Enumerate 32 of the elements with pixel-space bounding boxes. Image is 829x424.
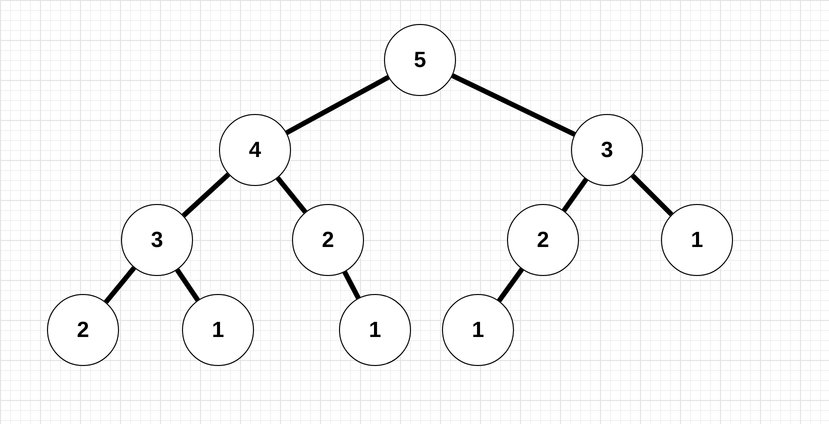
node-value: 2 [322, 227, 334, 253]
tree-node-circle [507, 204, 579, 276]
tree-edge [276, 176, 308, 214]
node-value: 1 [472, 317, 484, 343]
tree-node-circle [661, 204, 733, 276]
node-value: 1 [690, 227, 704, 253]
tree-node-circle [442, 294, 514, 366]
tree-node-circle [292, 204, 364, 276]
tree-edge [630, 174, 674, 216]
node-value: 2 [536, 227, 550, 253]
tree-edge [342, 270, 361, 300]
node-value: 5 [414, 47, 426, 73]
tree-node-circle [339, 294, 411, 366]
tree-node-circle [219, 114, 291, 186]
tree-edge [497, 268, 524, 302]
node-value: 1 [368, 317, 382, 343]
tree-edge [451, 73, 576, 137]
node-value: 3 [150, 227, 164, 253]
tree-node-circle [121, 204, 193, 276]
tree-edge [285, 75, 390, 135]
tree-edge [182, 172, 230, 218]
tree-edge [562, 178, 588, 212]
tree-node-circle [571, 114, 643, 186]
node-value: 4 [248, 137, 262, 163]
tree-node-circle [182, 294, 254, 366]
tree-node-circle [384, 24, 456, 96]
tree-edge [104, 266, 136, 304]
tree-node-circle [47, 294, 119, 366]
node-value: 1 [212, 317, 224, 343]
tree-edge [175, 268, 200, 302]
node-value: 2 [76, 317, 90, 343]
node-value: 3 [600, 137, 614, 163]
